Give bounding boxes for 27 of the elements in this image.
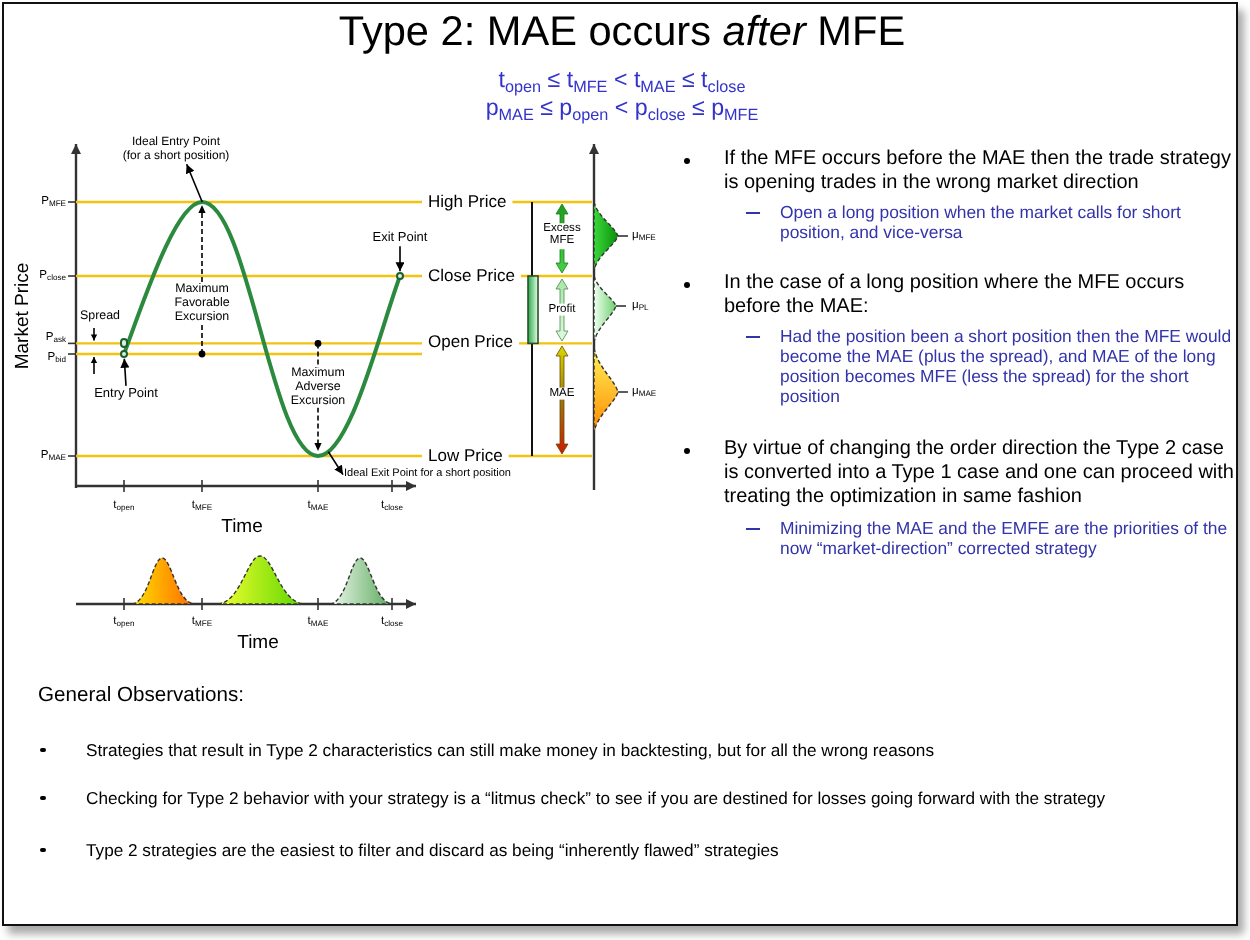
price-label: High Price (428, 192, 507, 212)
bullet-text: Type 2 strategies are the easiest to filter and discard as being “inherently flawed” strategies (34, 840, 1230, 860)
point-marker (395, 271, 405, 281)
leader-arrow (120, 357, 130, 387)
point-marker (119, 349, 129, 359)
bullet-text: By virtue of changing the order direction the Type 2 case is converted into a Type 1 case and one can proceed with treating the optimization in same fashion (674, 438, 1236, 510)
leader-arrow (327, 451, 344, 476)
sub-bullet-text: Open a long position when the market calls for short position, and vice-versa (740, 202, 1232, 242)
price-label: Low Price (428, 445, 503, 465)
price-curve (122, 200, 402, 458)
formula-text: p$_{MAE}$ ≤ p$_{open}$ < p$_{close}$ ≤ p$_{MFE}$ (485, 96, 759, 122)
axis-title: Time (221, 516, 263, 538)
sub-bullet-text: Had the position been a short position then the MFE would become the MAE (plus the spread), and MAE of the long position becomes MFE (less the spread) for the short position (740, 326, 1232, 406)
price-label: Open Price (428, 333, 514, 352)
bullet-text: Checking for Type 2 behavior with your strategy is a “litmus check” to see if you are destined for losses going forward with the strategy (34, 788, 1230, 808)
bullet-text: In the case of a long position where the MFE occurs before the MAE: (674, 272, 1236, 320)
axis-title: Market Price (13, 262, 35, 370)
bullet-text: If the MFE occurs before the MAE then the trade strategy is opening trades in the wrong market direction (674, 148, 1236, 196)
axis-title: Time (237, 633, 279, 655)
slide-title: Type 2: MAE occurs after MFE (338, 11, 906, 57)
section-heading: General Observations: (38, 684, 245, 708)
leader-arrow (395, 245, 405, 272)
sub-bullet-text: Minimizing the MAE and the EMFE are the priorities of the now “market-direction” corrected strategy (740, 518, 1232, 558)
leader-arrow (185, 163, 204, 203)
formula-text: t$_{open}$ ≤ t$_{MFE}$ < t$_{MAE}$ ≤ t$_{close}$ (498, 69, 746, 95)
bullet-text: Strategies that result in Type 2 characteristics can still make money in backtesting, but for all the wrong reasons (34, 740, 1230, 760)
price-label: Close Price (428, 266, 515, 286)
